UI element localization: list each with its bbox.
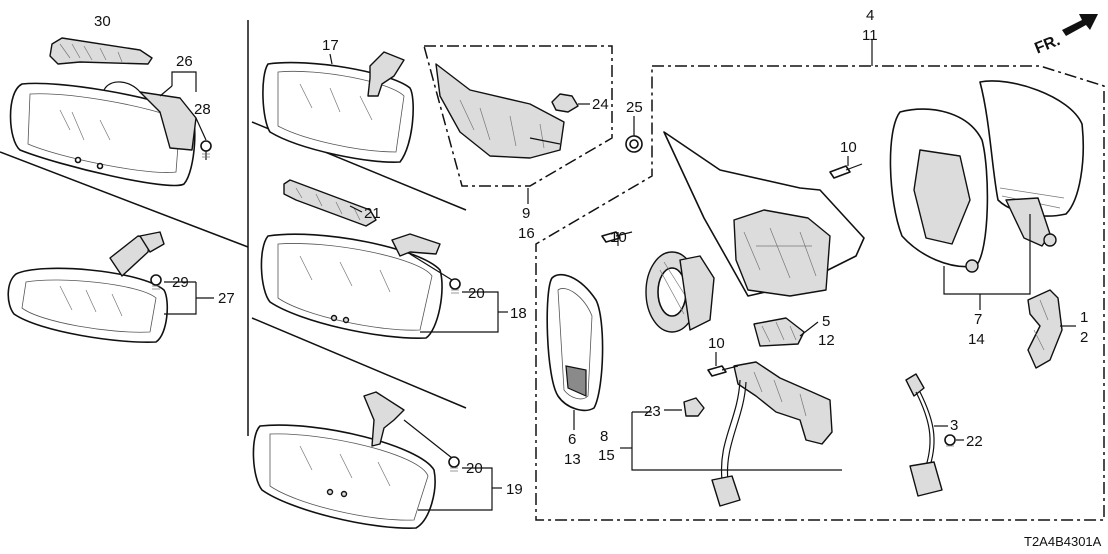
callout-6: 6 bbox=[568, 431, 576, 448]
callout-18: 18 bbox=[510, 305, 527, 322]
callout-22: 22 bbox=[966, 433, 983, 450]
rearview-mirror-26 bbox=[9, 81, 197, 187]
door-mirror-assembly-frame bbox=[535, 65, 1105, 521]
callout-20-upper: 20 bbox=[468, 285, 485, 302]
mirror-actuator bbox=[645, 251, 715, 333]
callout-25: 25 bbox=[626, 99, 643, 116]
screw-22 bbox=[944, 434, 956, 447]
callout-1: 1 bbox=[1080, 309, 1088, 326]
part-5-cover bbox=[753, 317, 805, 347]
callout-20-lower: 20 bbox=[466, 460, 483, 477]
part-21-cover bbox=[283, 179, 377, 227]
callout-2: 2 bbox=[1080, 329, 1088, 346]
front-direction-label: FR. bbox=[1032, 32, 1062, 57]
rearview-mirror-19 bbox=[252, 391, 436, 529]
wire-harness-3 bbox=[905, 373, 943, 497]
diagram-code: T2A4B4301A bbox=[1024, 534, 1102, 549]
callout-10-middle: 10 bbox=[610, 229, 627, 246]
rearview-mirror-17 bbox=[262, 51, 414, 163]
callout-8: 8 bbox=[600, 428, 608, 445]
callout-13: 13 bbox=[564, 451, 581, 468]
leader-lines bbox=[159, 40, 1076, 511]
callout-15: 15 bbox=[598, 447, 615, 464]
callout-16: 16 bbox=[518, 225, 535, 242]
screw-10-lower bbox=[707, 365, 739, 377]
inner-garnish-9 bbox=[423, 45, 613, 187]
callout-27: 27 bbox=[218, 290, 235, 307]
callout-17: 17 bbox=[322, 37, 339, 54]
grommet-25 bbox=[625, 135, 643, 153]
rearview-mirror-27 bbox=[7, 231, 169, 344]
callout-7: 7 bbox=[974, 311, 982, 328]
wire-harness-8 bbox=[711, 361, 833, 507]
clip-24 bbox=[551, 93, 579, 113]
callout-12: 12 bbox=[818, 332, 835, 349]
callout-23: 23 bbox=[644, 403, 661, 420]
callout-5: 5 bbox=[822, 313, 830, 330]
screw-10-upper bbox=[829, 163, 863, 179]
mirror-glass bbox=[546, 273, 604, 412]
mirror-housing-cap bbox=[889, 80, 1085, 273]
callout-28: 28 bbox=[194, 101, 211, 118]
front-direction-indicator: FR. bbox=[1032, 14, 1098, 57]
callout-labels: 30 26 28 29 27 17 21 20 18 20 19 24 25 9… bbox=[94, 7, 1088, 498]
turn-signal-light bbox=[1027, 289, 1063, 369]
connector-23 bbox=[683, 397, 705, 417]
callout-30: 30 bbox=[94, 13, 111, 30]
screw-20-lower bbox=[448, 456, 460, 472]
front-arrow-icon bbox=[1062, 14, 1098, 36]
screw-29 bbox=[150, 274, 162, 290]
callout-24: 24 bbox=[592, 96, 609, 113]
callout-4: 4 bbox=[866, 7, 874, 24]
callout-10-upper: 10 bbox=[840, 139, 857, 156]
screw-20-upper bbox=[449, 278, 461, 294]
callout-14: 14 bbox=[968, 331, 985, 348]
screw-28 bbox=[200, 140, 212, 160]
callout-26: 26 bbox=[176, 53, 193, 70]
callout-10-lower: 10 bbox=[708, 335, 725, 352]
mirror-base bbox=[663, 131, 865, 297]
rearview-mirror-18 bbox=[260, 233, 443, 339]
callout-29: 29 bbox=[172, 274, 189, 291]
callout-9: 9 bbox=[522, 205, 530, 222]
callout-11: 11 bbox=[862, 27, 878, 44]
callout-21: 21 bbox=[364, 205, 381, 222]
screw-10-middle bbox=[601, 231, 633, 243]
callout-3: 3 bbox=[950, 417, 958, 434]
callout-19: 19 bbox=[506, 481, 523, 498]
part-30-cover bbox=[49, 37, 153, 65]
